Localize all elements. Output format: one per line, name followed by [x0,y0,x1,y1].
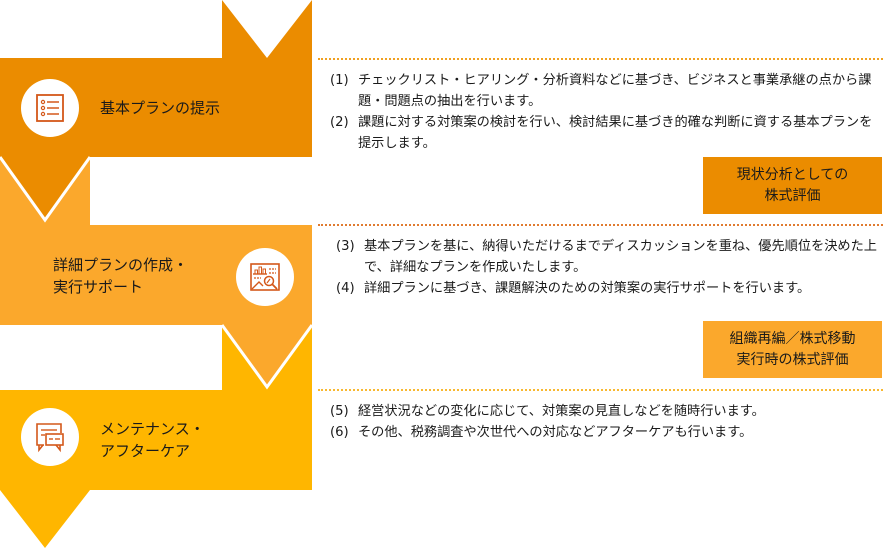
step1-title-line: 基本プランの提示 [100,99,221,117]
step1-item-1: (1) チェックリスト・ヒアリング・分析資料などに基づき、ビジネスと事業承継の点… [330,70,883,112]
step1-shape [0,0,312,220]
step3-description: (5) 経営状況などの変化に応じて、対策案の見直しなどを随時行います。 (6) … [330,401,883,443]
item-text: その他、税務調査や次世代への対応などアフターケアも行います。 [358,425,753,440]
tag-line: 株式評価 [764,187,821,204]
step2-description: (3) 基本プランを基に、納得いただけるまでディスカッションを重ね、優先順位を決… [336,236,883,299]
item-number: (5) [330,404,349,419]
step3-icon-circle [21,408,79,466]
step2-title-line: 詳細プランの作成・ [53,256,189,274]
item-text: 基本プランを基に、納得いただけるまでディスカッションを重ね、優先順位を決めた上で… [364,239,877,275]
chat-bubbles-icon [36,423,64,453]
step2-title-line: 実行サポート [53,278,144,296]
checklist-icon [36,94,64,122]
item-number: (6) [330,425,349,440]
step3-title-line: メンテナンス・ [100,420,205,438]
step1-divider [318,58,883,60]
analytics-report-icon [250,263,280,291]
step3-title: メンテナンス・ アフターケア [100,418,205,462]
tag-line: 組織再編／株式移動 [729,330,856,347]
item-text: 課題に対する対策案の検討を行い、検討結果に基づき的確な判断に資する基本プランを提… [358,115,873,151]
step1-description: (1) チェックリスト・ヒアリング・分析資料などに基づき、ビジネスと事業承継の点… [330,70,883,154]
step3-notch-line [220,324,314,390]
step2-notch-line [0,156,92,223]
step2-tag-reorganization-valuation: 組織再編／株式移動 実行時の株式評価 [703,321,882,378]
step2-title: 詳細プランの作成・ 実行サポート [53,254,188,298]
item-number: (3) [336,239,355,254]
step2-icon-circle [236,248,294,306]
step3-item-5: (5) 経営状況などの変化に応じて、対策案の見直しなどを随時行います。 [330,401,883,422]
step3-title-line: アフターケア [100,442,191,460]
item-text: 経営状況などの変化に応じて、対策案の見直しなどを随時行います。 [358,404,765,419]
step2-shape [0,157,312,387]
step2-item-4: (4) 詳細プランに基づき、課題解決のための対策案の実行サポートを行います。 [336,278,883,299]
item-number: (4) [336,281,355,296]
item-text: チェックリスト・ヒアリング・分析資料などに基づき、ビジネスと事業承継の点から課題… [358,73,872,109]
step3-divider [318,389,883,391]
tag-line: 現状分析としての [736,166,849,183]
step2-item-3: (3) 基本プランを基に、納得いただけるまでディスカッションを重ね、優先順位を決… [336,236,883,278]
step1-tag-stock-valuation: 現状分析としての 株式評価 [703,157,882,214]
item-text: 詳細プランに基づき、課題解決のための対策案の実行サポートを行います。 [364,281,811,296]
step1-title: 基本プランの提示 [100,97,220,119]
item-number: (1) [330,73,349,88]
step3-item-6: (6) その他、税務調査や次世代への対応などアフターケアも行います。 [330,422,883,443]
step1-item-2: (2) 課題に対する対策案の検討を行い、検討結果に基づき的確な判断に資する基本プ… [330,112,883,154]
tag-line: 実行時の株式評価 [736,351,849,368]
item-number: (2) [330,115,349,130]
step3-shape [0,322,312,548]
step2-divider [318,224,883,226]
step1-icon-circle [21,79,79,137]
